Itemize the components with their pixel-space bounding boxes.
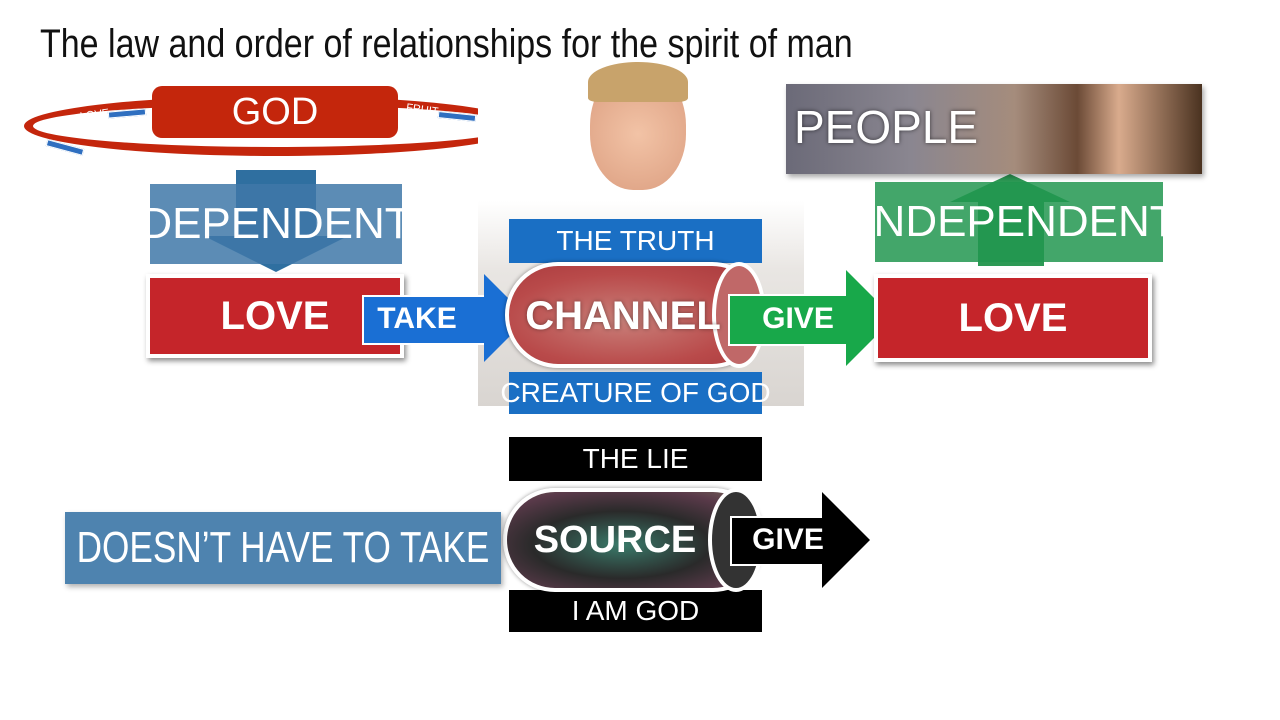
source-label: SOURCE — [533, 518, 697, 561]
doesnt-have-to-take-text: DOESN’T HAVE TO TAKE — [76, 523, 490, 572]
truth-banner: THE TRUTH — [509, 219, 762, 263]
i-am-god-banner: I AM GOD — [509, 590, 762, 632]
dependent-banner: DEPENDENT — [140, 184, 412, 264]
independent-banner: INDEPENDENT — [861, 182, 1177, 262]
slide-title: The law and order of relationships for t… — [40, 22, 853, 66]
take-label: TAKE — [377, 302, 457, 335]
black-give-arrow-body — [730, 516, 830, 566]
people-photo — [786, 84, 1202, 174]
channel-label: CHANNEL — [525, 293, 721, 338]
god-box: GOD — [152, 86, 398, 138]
black-give-label: GIVE — [752, 523, 824, 556]
take-arrow-body — [362, 295, 490, 345]
doesnt-have-to-take-banner: DOESN’T HAVE TO TAKE — [65, 512, 501, 584]
black-give-arrow-head-icon — [822, 492, 870, 588]
give-arrow-body — [728, 294, 852, 346]
love-left-box: LOVE — [146, 274, 404, 358]
love-right-box: LOVE — [874, 274, 1152, 362]
person-hair — [588, 62, 688, 102]
give-label: GIVE — [762, 302, 834, 335]
people-label: PEOPLE — [794, 101, 979, 153]
lie-banner: THE LIE — [509, 437, 762, 481]
creature-banner: CREATURE OF GOD — [500, 372, 771, 414]
